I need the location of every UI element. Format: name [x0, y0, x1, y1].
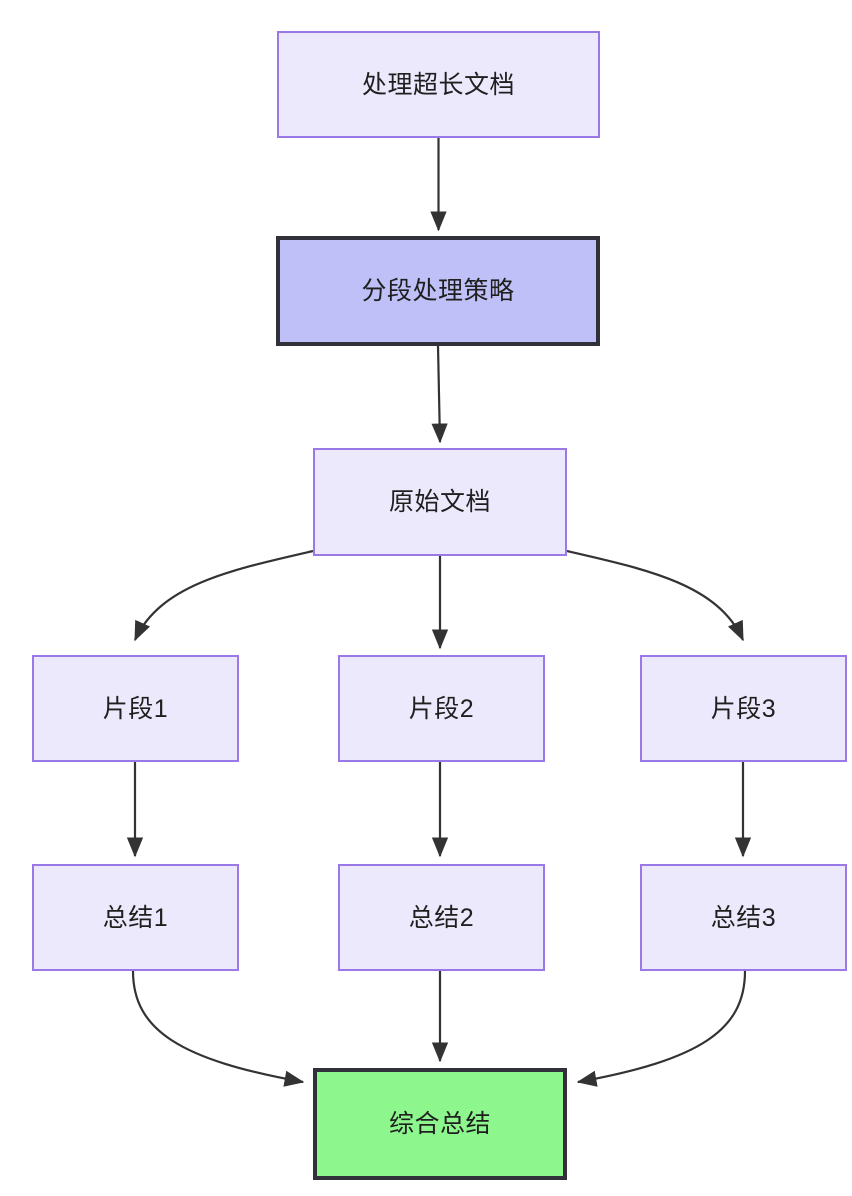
- node-process-long-document[interactable]: 处理超长文档: [277, 31, 600, 138]
- node-summary-3[interactable]: 总结3: [640, 864, 847, 971]
- node-label: 总结3: [710, 903, 777, 932]
- node-fragment-1[interactable]: 片段1: [32, 655, 239, 762]
- node-label: 分段处理策略: [361, 277, 515, 305]
- node-label: 原始文档: [388, 488, 491, 516]
- node-label: 片段3: [710, 694, 777, 723]
- edge-n3-n4: [133, 549, 314, 642]
- node-fragment-3[interactable]: 片段3: [640, 655, 847, 762]
- node-label: 综合总结: [388, 1110, 491, 1138]
- edge-n3-n6: [566, 549, 745, 642]
- edge-n9-n10: [576, 970, 747, 1087]
- edge-n2-n3: [431, 345, 448, 444]
- node-label: 片段1: [102, 694, 169, 723]
- node-chunking-strategy[interactable]: 分段处理策略: [276, 236, 600, 346]
- node-original-document[interactable]: 原始文档: [313, 448, 567, 556]
- node-label: 总结1: [102, 903, 169, 932]
- node-fragment-2[interactable]: 片段2: [338, 655, 545, 762]
- node-label: 处理超长文档: [361, 70, 515, 99]
- node-summary-1[interactable]: 总结1: [32, 864, 239, 971]
- node-summary-2[interactable]: 总结2: [338, 864, 545, 971]
- node-label: 片段2: [408, 694, 475, 723]
- edge-n7-n10: [131, 970, 305, 1087]
- node-label: 总结2: [408, 903, 475, 932]
- node-combined-summary[interactable]: 综合总结: [313, 1068, 567, 1180]
